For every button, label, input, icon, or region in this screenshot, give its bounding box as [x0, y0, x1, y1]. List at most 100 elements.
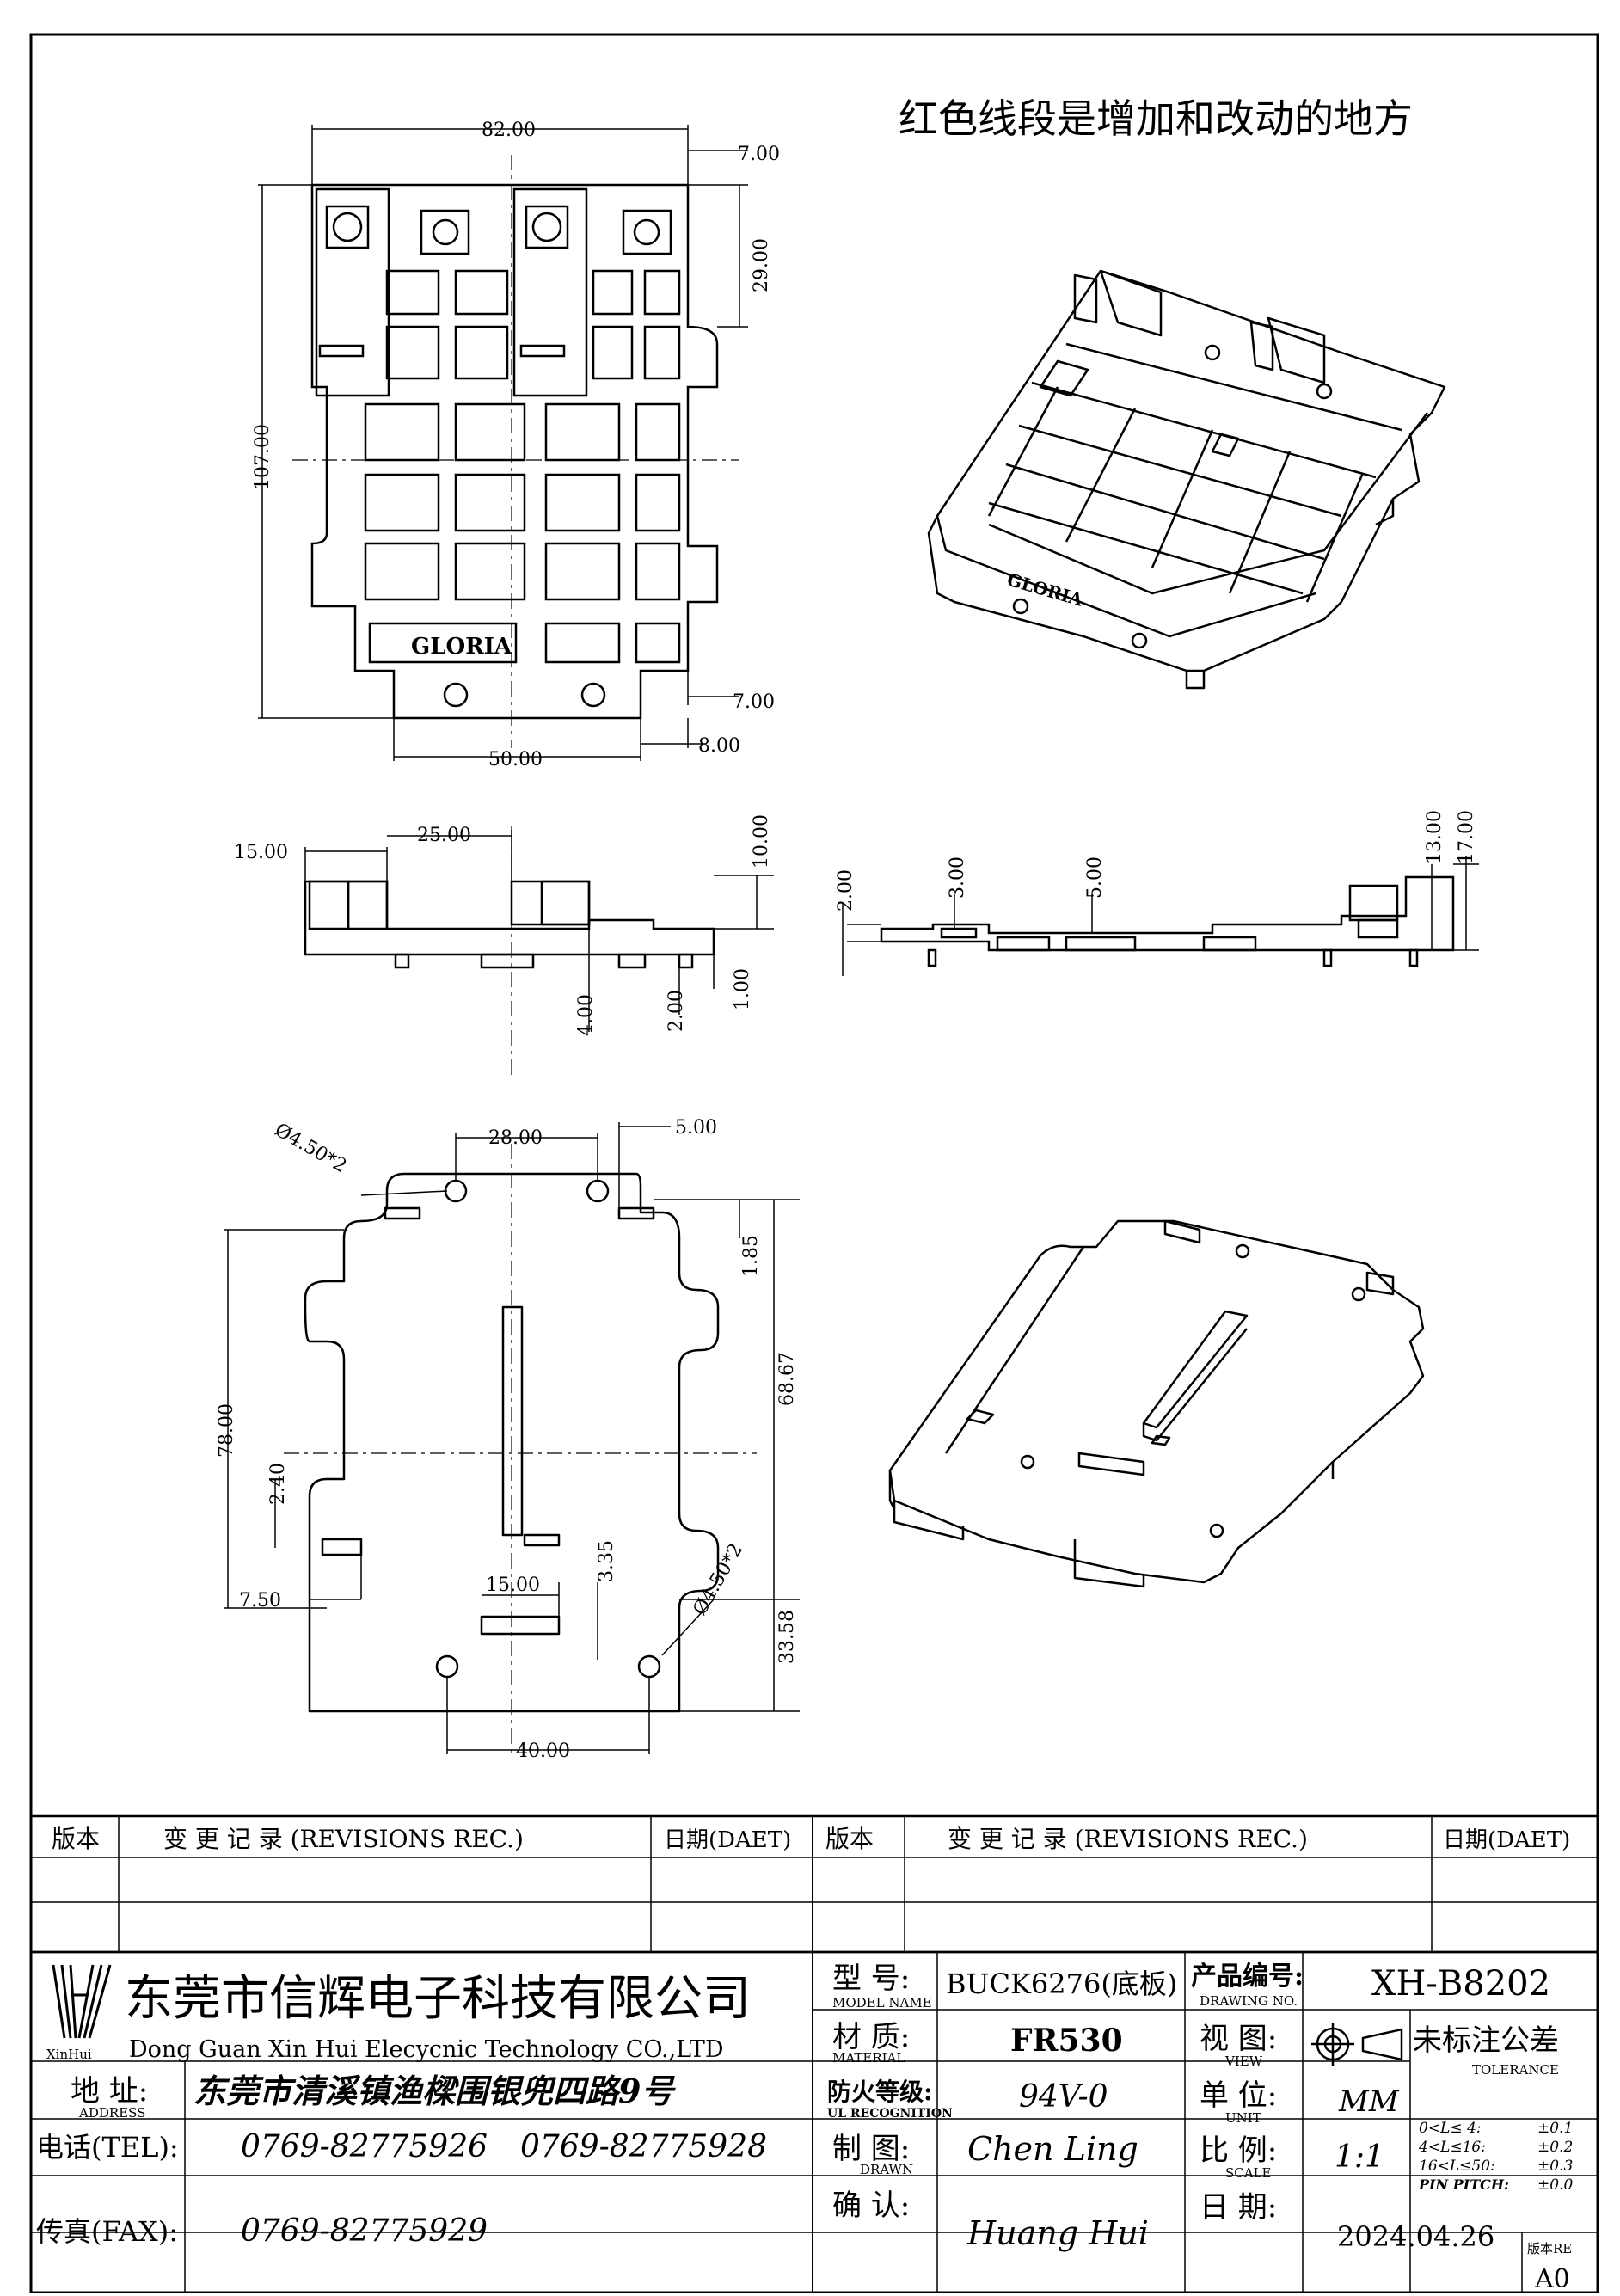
dim-front-c: 5.00: [1084, 856, 1106, 899]
view-label-en: VIEW: [1224, 2054, 1263, 2069]
dim-bot-tab-h: 2.40: [267, 1463, 289, 1505]
sheet-border: [29, 33, 1599, 2294]
bottom-centerlines: [284, 1144, 757, 1754]
check-value: Huang Hui: [966, 2214, 1149, 2252]
dim-bot-slot-h: 3.35: [596, 1540, 617, 1582]
view-label: 视 图:: [1200, 2022, 1277, 2056]
dim-bot-hole-span: 28.00: [488, 1127, 543, 1149]
check-label: 确 认:: [832, 2189, 910, 2223]
fax-value: 0769-82775929: [241, 2213, 488, 2249]
dim-top-bottom-width: 50.00: [488, 749, 543, 770]
top-dims: [258, 125, 748, 761]
dim-bot-bottom-span: 40.00: [516, 1740, 570, 1762]
fax-label: 传真(FAX):: [36, 2215, 178, 2248]
drawn-label-en: DRAWN: [860, 2162, 913, 2177]
drawing-no-label-en: DRAWING NO.: [1200, 1993, 1298, 2009]
drawing-no-label: 产品编号:: [1191, 1961, 1304, 1992]
dim-top-width: 82.00: [482, 120, 536, 141]
dim-top-height: 107.00: [252, 424, 273, 490]
tol-2-label: 4<L≤16:: [1418, 2139, 1486, 2156]
company-name-cn: 东莞市信辉电子科技有限公司: [125, 1971, 751, 2027]
dim-bot-height-r: 68.67: [776, 1352, 798, 1406]
iso-view-bottom: [888, 1219, 1425, 1588]
scale-value: 1:1: [1335, 2139, 1384, 2175]
tel-1: 0769-82775926: [241, 2129, 488, 2164]
dim-bot-height-l: 78.00: [216, 1403, 237, 1458]
part-label-iso: GLORIA: [1005, 569, 1086, 611]
version-value: A0: [1534, 2264, 1570, 2293]
dim-top-bottom-right: 8.00: [698, 735, 740, 757]
tol-3-value: ±0.3: [1537, 2158, 1573, 2175]
rev-col-version-1: 版本: [52, 1825, 100, 1853]
front-view: [880, 875, 1455, 967]
material-label: 材 质:: [832, 2020, 910, 2054]
tol-4-label: PIN PITCH:: [1418, 2176, 1509, 2193]
part-label-top: GLORIA: [411, 634, 512, 660]
scale-label: 比 例:: [1200, 2133, 1277, 2168]
dim-front-d: 13.00: [1424, 810, 1445, 864]
unit-value: MM: [1338, 2084, 1400, 2119]
drawn-value: Chen Ling: [967, 2130, 1138, 2168]
dim-bot-right-tab: 5.00: [675, 1117, 717, 1139]
tol-4-value: ±0.0: [1537, 2176, 1573, 2194]
bottom-dims: [224, 1122, 800, 1754]
tol-1-label: 0<L≤ 4:: [1419, 2120, 1482, 2137]
top-view: [310, 183, 719, 720]
rev-col-date-1: 日期(DAET): [664, 1827, 791, 1853]
dim-bot-small: 1.85: [740, 1235, 762, 1277]
tol-3-label: 16<L≤50:: [1419, 2158, 1495, 2175]
unit-label: 单 位:: [1200, 2078, 1277, 2113]
tel-2: 0769-82775928: [520, 2129, 767, 2164]
dim-side-gap: 25.00: [417, 825, 471, 846]
bottom-view: [304, 1172, 720, 1713]
address-label: 地 址:: [71, 2074, 148, 2109]
iso-view-top: [927, 269, 1446, 690]
scale-label-en: SCALE: [1225, 2165, 1272, 2181]
drawn-label: 制 图:: [832, 2132, 910, 2166]
tel-label: 电话(TEL):: [36, 2131, 179, 2164]
fire-value: 94V-0: [1019, 2079, 1108, 2115]
date-label: 日 期:: [1200, 2190, 1277, 2225]
fire-label-en: UL RECOGNITION: [827, 2107, 953, 2121]
front-dims: [842, 856, 1479, 976]
tol-1-value: ±0.1: [1537, 2120, 1573, 2137]
material-value: FR530: [1010, 2023, 1123, 2059]
side-view: [304, 880, 715, 969]
projection-icon: [1311, 2023, 1403, 2066]
drawing-no-value: XH-B8202: [1371, 1964, 1550, 2004]
dim-bot-slot-w: 15.00: [486, 1575, 540, 1596]
dim-top-right-offset: 7.00: [738, 144, 780, 165]
dim-front-a: 2.00: [835, 869, 856, 912]
note-text: 红色线段是增加和改动的地方: [899, 95, 1413, 142]
side-dims: [304, 830, 774, 1032]
rev-col-change-1: 变 更 记 录 (REVISIONS REC.): [163, 1825, 524, 1853]
logo-text: XinHui: [46, 2047, 92, 2062]
rev-col-version-2: 版本: [825, 1825, 874, 1853]
dim-bot-lower: 33.58: [776, 1610, 798, 1664]
dim-side-height: 10.00: [751, 814, 772, 869]
dim-side-base: 1.00: [732, 968, 753, 1010]
dim-front-e: 17.00: [1456, 810, 1477, 864]
dim-front-b: 3.00: [947, 856, 968, 899]
version-label: 版本RE: [1527, 2241, 1572, 2256]
model-label: 型 号:: [832, 1961, 910, 1996]
dim-top-bottom-offset: 7.00: [733, 691, 775, 713]
unit-label-en: UNIT: [1225, 2110, 1261, 2126]
dim-top-right-height: 29.00: [751, 238, 772, 292]
material-label-en: MATERIAL: [832, 2050, 905, 2066]
fire-label: 防火等级:: [827, 2078, 932, 2106]
company-name-en: Dong Guan Xin Hui Elecycnic Technology C…: [129, 2036, 724, 2063]
tolerance-en: TOLERANCE: [1472, 2062, 1559, 2078]
dim-side-left: 15.00: [234, 842, 288, 863]
tolerance-title: 未标注公差: [1413, 2023, 1559, 2058]
company-logo: [52, 1964, 112, 2039]
model-value: BUCK6276(底板): [946, 1968, 1177, 2000]
address-label-en: ADDRESS: [78, 2105, 145, 2121]
dim-side-foot: 2.00: [666, 990, 687, 1032]
date-value: 2024.04.26: [1337, 2220, 1494, 2253]
address-value: 东莞市清溪镇渔樑围银兜四路9号: [193, 2072, 676, 2110]
dim-bot-hole: Ø4.50*2: [271, 1120, 350, 1178]
model-label-en: MODEL NAME: [832, 1995, 932, 2011]
